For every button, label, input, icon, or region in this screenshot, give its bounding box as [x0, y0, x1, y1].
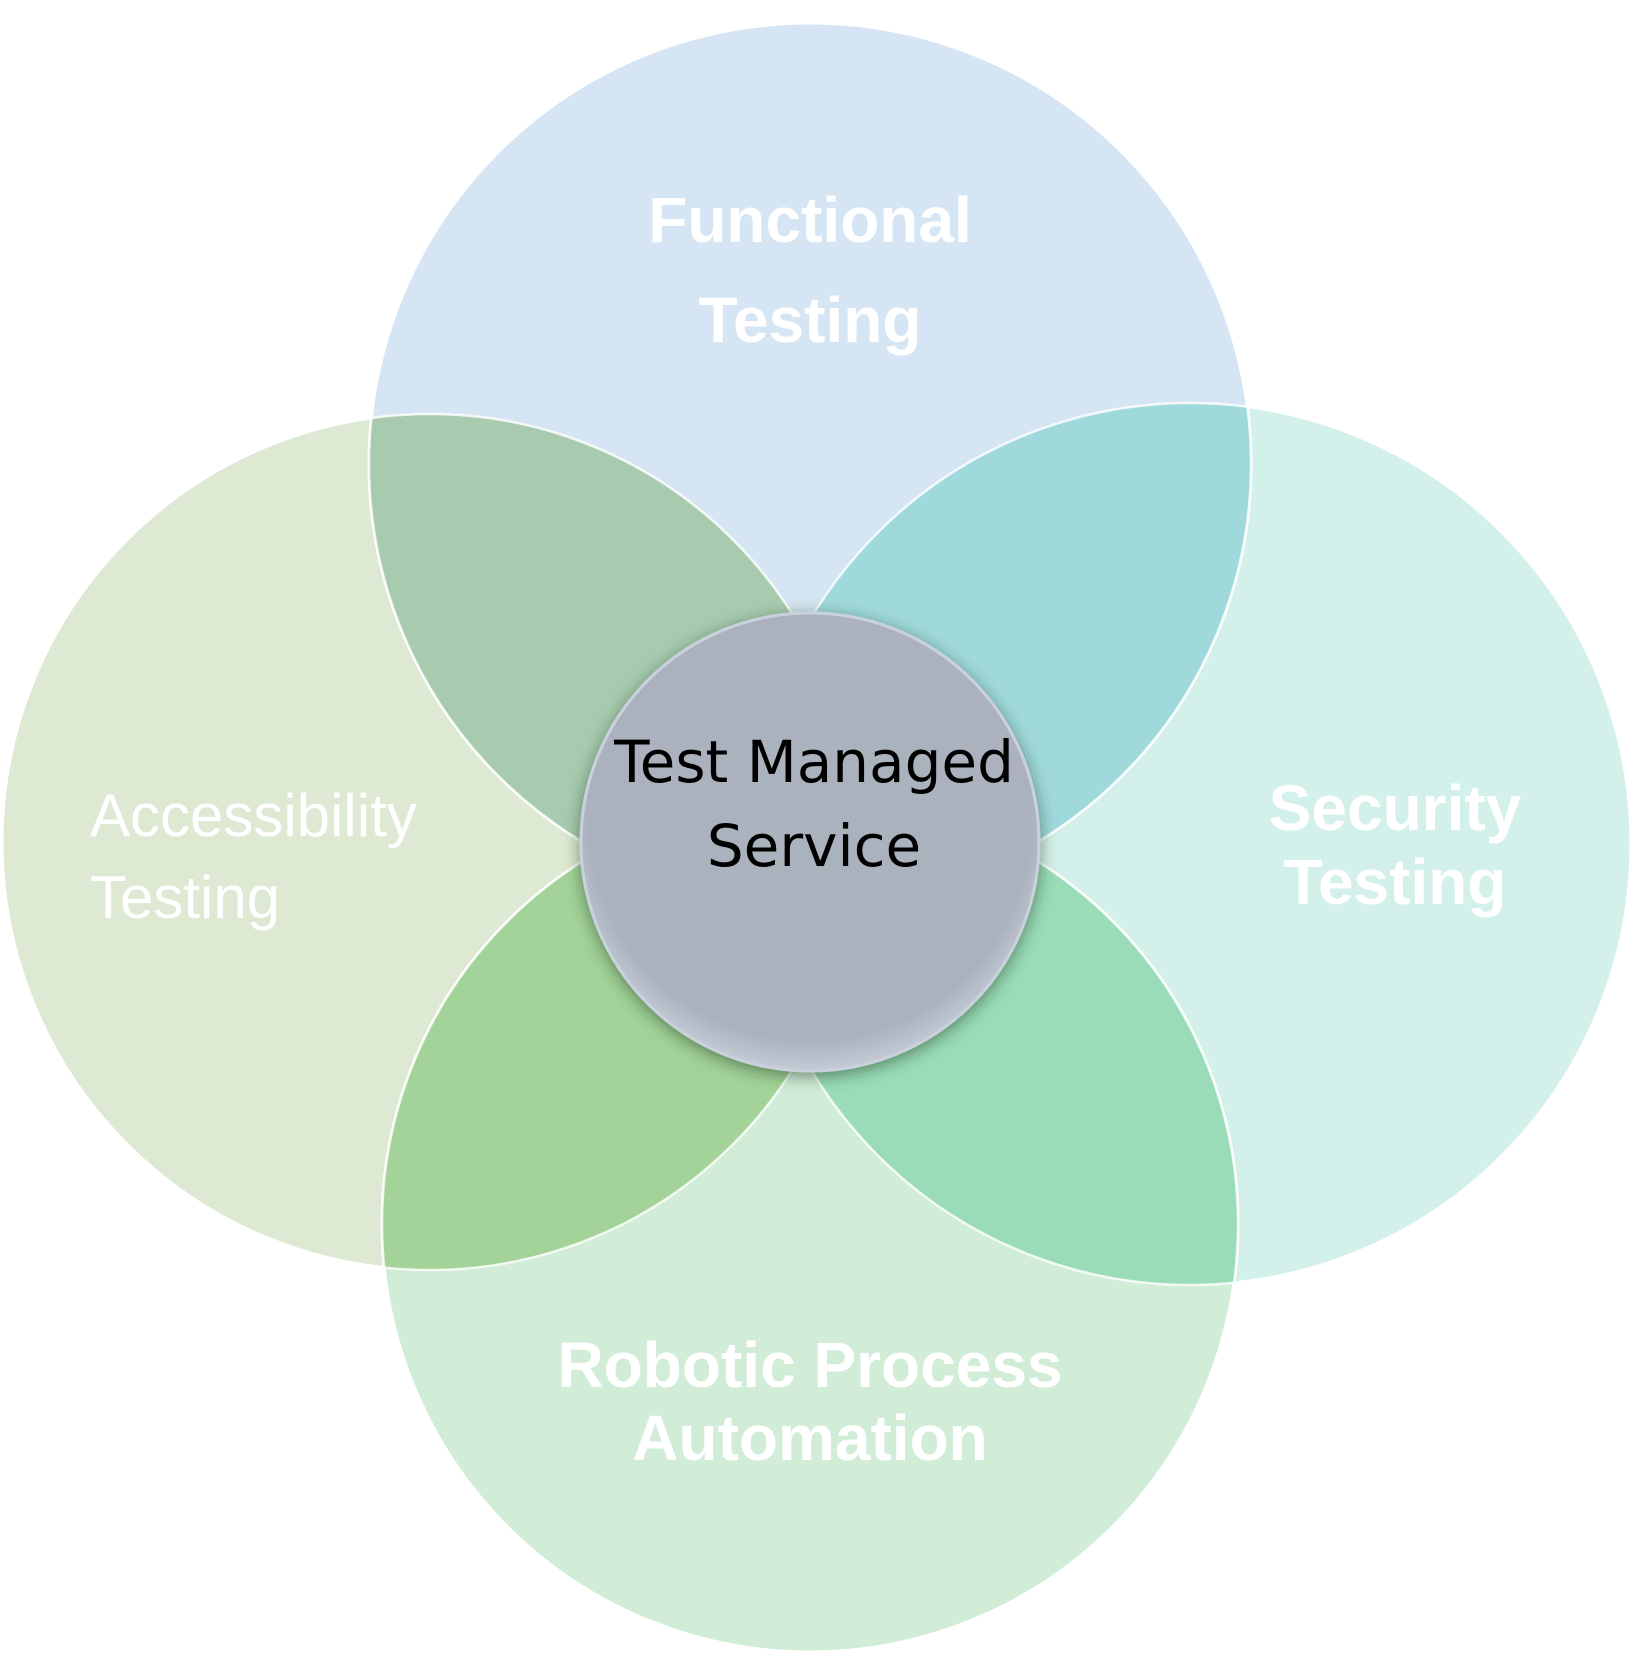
rpa-label-line1: Robotic Process — [557, 1329, 1062, 1401]
center-label-line1: Test Managed — [613, 728, 1014, 796]
functional-label-line2: Testing — [699, 284, 922, 356]
security-label-line1: Security — [1269, 772, 1522, 844]
center-label-line2: Service — [707, 812, 921, 880]
accessibility-label-line1: Accessibility — [90, 782, 417, 849]
rpa-label-line2: Automation — [632, 1402, 988, 1474]
center-circle — [579, 611, 1041, 1073]
accessibility-label-line2: Testing — [90, 864, 280, 931]
functional-label-line1: Functional — [648, 184, 972, 256]
security-label-line2: Testing — [1284, 846, 1507, 918]
